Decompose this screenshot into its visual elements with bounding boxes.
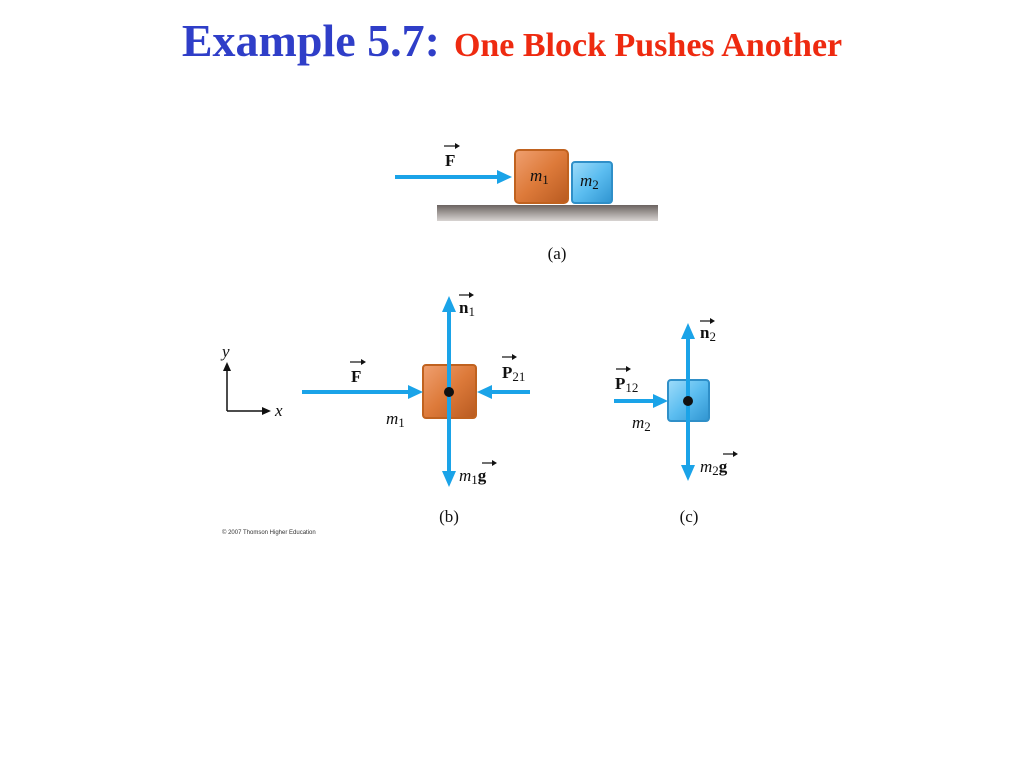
weight-arrow-m2g-head xyxy=(681,465,695,481)
svg-text:n2: n2 xyxy=(700,323,716,344)
axis-y-label: y xyxy=(220,342,230,361)
coordinate-axes: y x xyxy=(220,342,283,420)
svg-text:n1: n1 xyxy=(459,298,475,319)
block-m2-label: m2 xyxy=(580,171,599,192)
applied-force-arrow-f-head xyxy=(408,385,423,399)
caption-a: (a) xyxy=(548,244,567,263)
weight-m1g-label: m1g xyxy=(459,460,497,487)
panel-c: n2 P12 m2 m2g (c) xyxy=(614,318,738,526)
block-m2 xyxy=(571,161,613,204)
normal-force-arrow-n1-head xyxy=(442,296,456,312)
block-m1 xyxy=(514,149,569,204)
center-of-mass-dot-c xyxy=(683,396,693,406)
normal-n1-label: n1 xyxy=(459,292,475,319)
block-m1-label: m1 xyxy=(530,166,549,187)
weight-arrow-m1g-head xyxy=(442,471,456,487)
copyright-notice: © 2007 Thomson Higher Education xyxy=(222,529,316,536)
slide-title: Example 5.7: One Block Pushes Another xyxy=(0,14,1024,67)
panel-b: y x n1 F P21 m xyxy=(220,292,530,526)
svg-text:P12: P12 xyxy=(615,374,638,395)
ground xyxy=(437,205,658,221)
mass-m1-label: m1 xyxy=(386,409,405,430)
contact-force-arrow-p12-head xyxy=(653,394,668,408)
svg-text:m2g: m2g xyxy=(700,457,728,478)
caption-c: (c) xyxy=(680,507,699,526)
force-f-label: F xyxy=(444,143,460,170)
push-p12-label: P12 xyxy=(615,366,638,395)
contact-force-arrow-p21-head xyxy=(477,385,492,399)
force-f-label-b: F xyxy=(350,359,366,386)
caption-b: (b) xyxy=(439,507,459,526)
title-subtitle: One Block Pushes Another xyxy=(453,27,843,64)
weight-m2g-label: m2g xyxy=(700,451,738,478)
panel-a: F m1 m2 (a) xyxy=(395,143,658,263)
normal-force-arrow-n2-head xyxy=(681,323,695,339)
normal-n2-label: n2 xyxy=(700,318,716,344)
svg-text:m1g: m1g xyxy=(459,466,487,487)
svg-text:F: F xyxy=(351,367,361,386)
axis-x-label: x xyxy=(274,401,283,420)
svg-text:F: F xyxy=(445,151,455,170)
force-arrow-f-head xyxy=(497,170,512,184)
mass-m2-label: m2 xyxy=(632,413,651,434)
center-of-mass-dot xyxy=(444,387,454,397)
title-main: Example 5.7: xyxy=(181,15,440,66)
push-p21-label: P21 xyxy=(502,354,525,384)
svg-text:P21: P21 xyxy=(502,363,525,384)
